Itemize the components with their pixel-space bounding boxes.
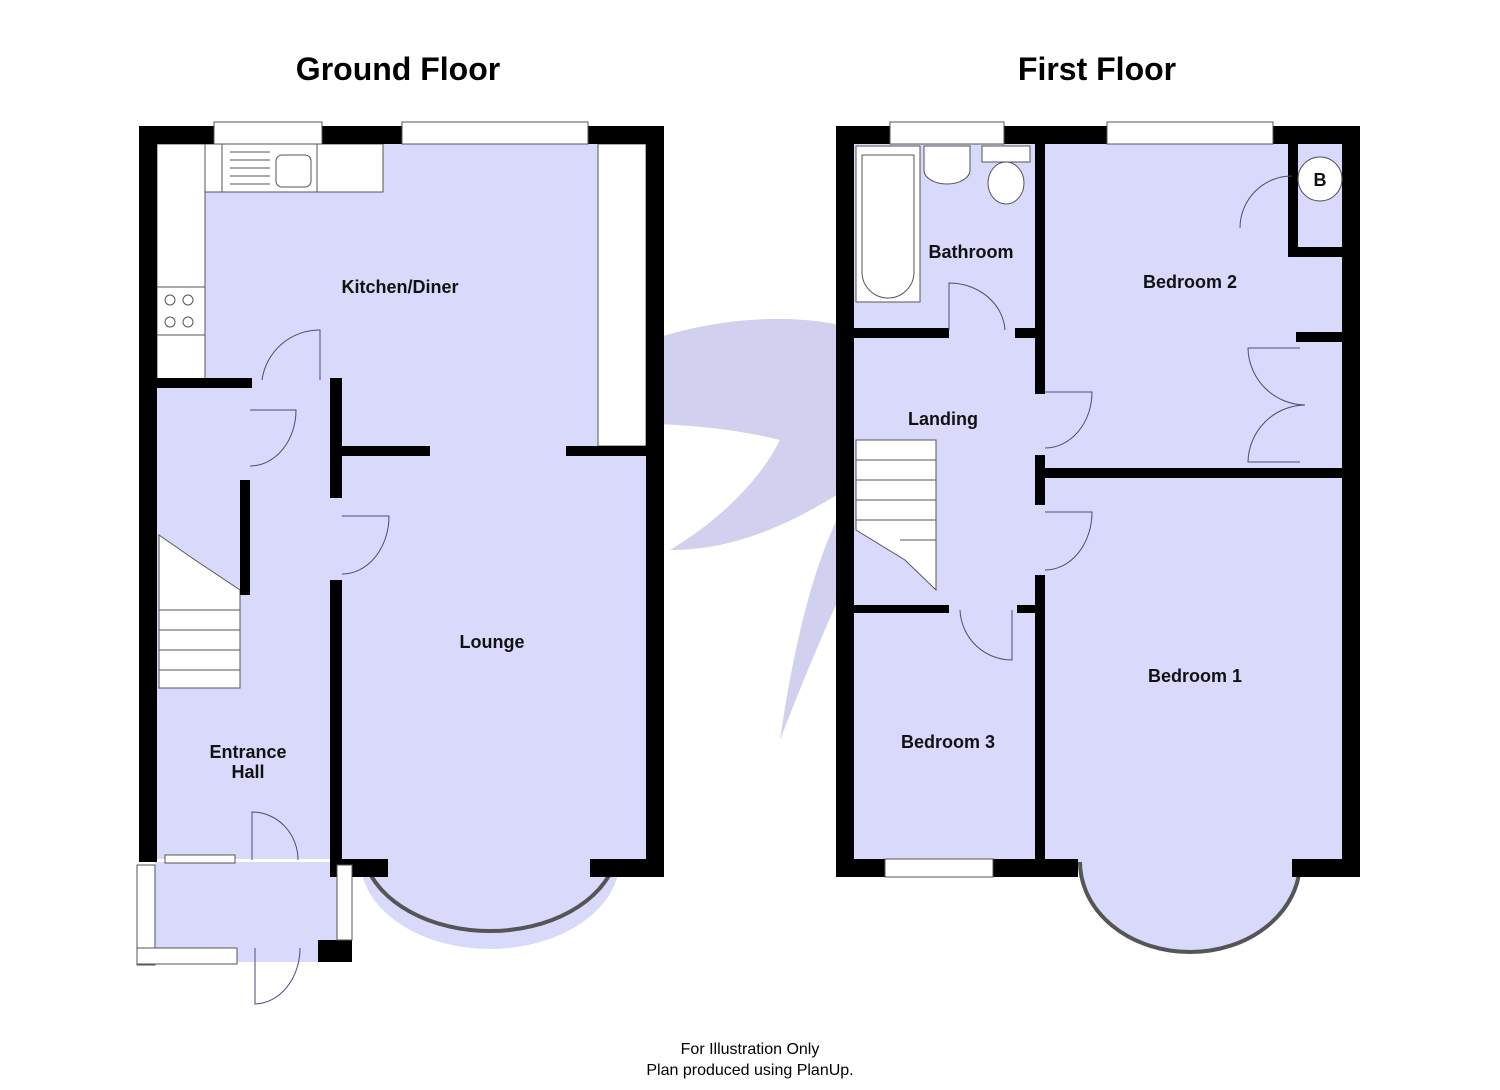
ground-floor-plan: Ground Floor Kitchen/Diner Lounge Entran… bbox=[136, 51, 664, 1005]
first-floor-title: First Floor bbox=[1018, 51, 1176, 87]
room-label-bedroom1: Bedroom 1 bbox=[1148, 666, 1242, 686]
room-label-kitchen: Kitchen/Diner bbox=[341, 277, 458, 297]
room-label-bathroom: Bathroom bbox=[929, 242, 1014, 262]
ground-floor-title: Ground Floor bbox=[296, 51, 500, 87]
room-label-bedroom2: Bedroom 2 bbox=[1143, 272, 1237, 292]
boiler-marker: B bbox=[1297, 156, 1343, 202]
hob-icon bbox=[156, 286, 206, 336]
basin-icon bbox=[923, 145, 971, 185]
kitchen-worktop bbox=[156, 143, 206, 381]
boiler-label: B bbox=[1314, 170, 1327, 190]
room-label-lounge: Lounge bbox=[460, 632, 525, 652]
room-label-landing: Landing bbox=[908, 409, 978, 429]
room-label-hall: Hall bbox=[231, 762, 264, 782]
footer-disclaimer: For Illustration Only bbox=[681, 1041, 820, 1058]
room-label-bedroom3: Bedroom 3 bbox=[901, 732, 995, 752]
toilet-icon bbox=[981, 145, 1031, 163]
footer-credit: Plan produced using PlanUp. bbox=[646, 1062, 853, 1079]
room-label-entrance: Entrance bbox=[209, 742, 286, 762]
first-floor-plan: B First Floor Bathroom Bedroom 2 Landing… bbox=[836, 51, 1360, 954]
